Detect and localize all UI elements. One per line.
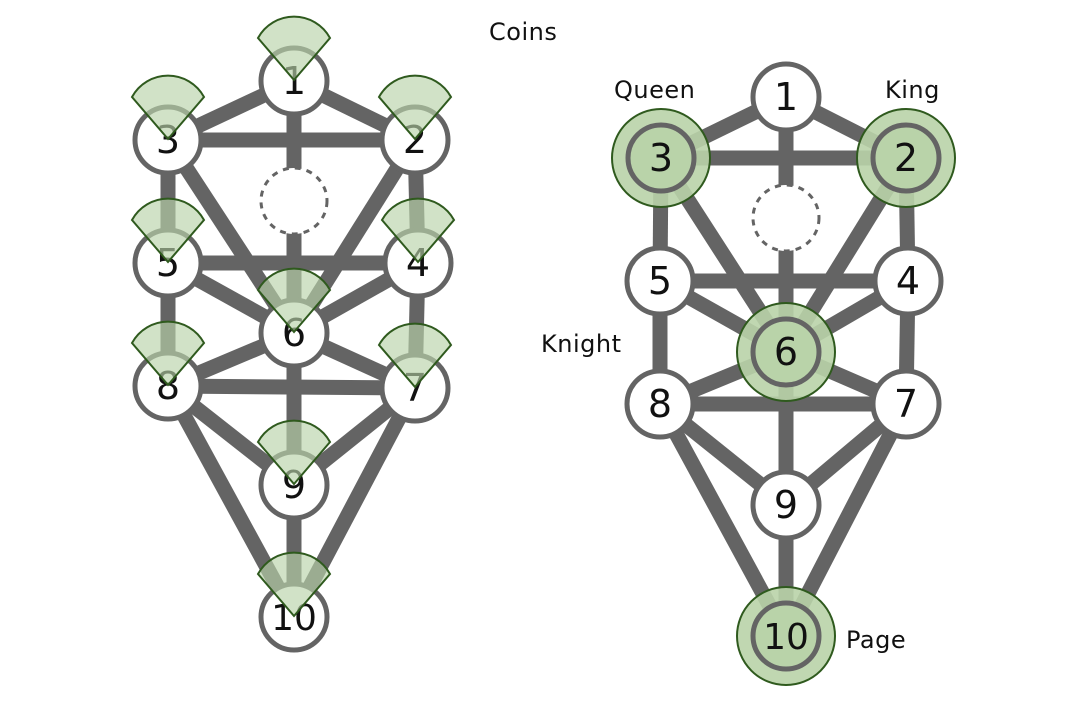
sephira-8: 8 [624,368,696,440]
coin-wedge-marker [377,74,453,141]
sephira-circle [750,316,822,388]
sephira-circle [624,245,696,317]
king-label: King [885,76,940,104]
sephira-2: 2 [377,74,453,176]
sephira-3: 3 [130,74,206,176]
sephira-1: 1 [750,61,822,133]
sephira-number: 8 [648,382,672,426]
sephira-2: 2 [856,108,956,208]
sephira-circle [870,368,942,440]
coin-wedge-marker [130,74,206,141]
sephira-number: 4 [896,259,920,303]
sephira-4: 4 [380,197,456,299]
sephira-number: 7 [894,382,918,426]
sephira-number: 1 [774,75,798,119]
sephira-7: 7 [377,322,453,424]
sephira-number: 2 [894,136,918,180]
sephira-number: 9 [774,483,798,527]
coin-wedge-marker [377,322,453,389]
sephira-6: 6 [256,267,332,369]
coin-wedge-marker [256,267,332,334]
coin-wedge-marker [130,320,206,387]
page-label: Page [846,626,907,654]
sephira-circle [750,600,822,672]
coin-wedge-marker [380,197,456,264]
coin-wedge-marker [130,197,206,264]
sephira-9: 9 [750,469,822,541]
sephira-8: 8 [130,320,206,422]
sephira-number: 6 [774,330,798,374]
queen-label: Queen [614,76,696,104]
daath-hidden-node [751,183,821,253]
sephira-circle [870,122,942,194]
sephira-circle [625,122,697,194]
sephira-3: 3 [611,108,711,208]
sephira-number: 3 [649,136,673,180]
sephira-5: 5 [130,197,206,299]
sephira-7: 7 [870,368,942,440]
suit-title: Coins [489,18,558,46]
knight-label: Knight [541,330,622,358]
coin-wedge-marker [256,551,332,618]
sephira-number: 5 [648,259,672,303]
court-tree: 1 2 3 4 5 6 7 8 9 10 [611,61,956,686]
coin-wedge-marker [256,15,332,82]
sephira-9: 9 [256,419,332,521]
suit-tree: 12 3 4 567 89 10 [130,15,456,653]
sephira-5: 5 [624,245,696,317]
sephira-number: 10 [763,617,809,658]
sephira-10: 10 [736,586,836,686]
coin-wedge-marker [256,419,332,486]
sephira-circle [750,469,822,541]
sephira-circle [750,61,822,133]
sephira-6: 6 [736,302,836,402]
sephira-1: 1 [256,15,332,117]
sephira-circle [624,368,696,440]
sephira-10: 10 [256,551,332,653]
sephira-circle [872,245,944,317]
daath-hidden-node [259,166,329,236]
sephira-4: 4 [872,245,944,317]
